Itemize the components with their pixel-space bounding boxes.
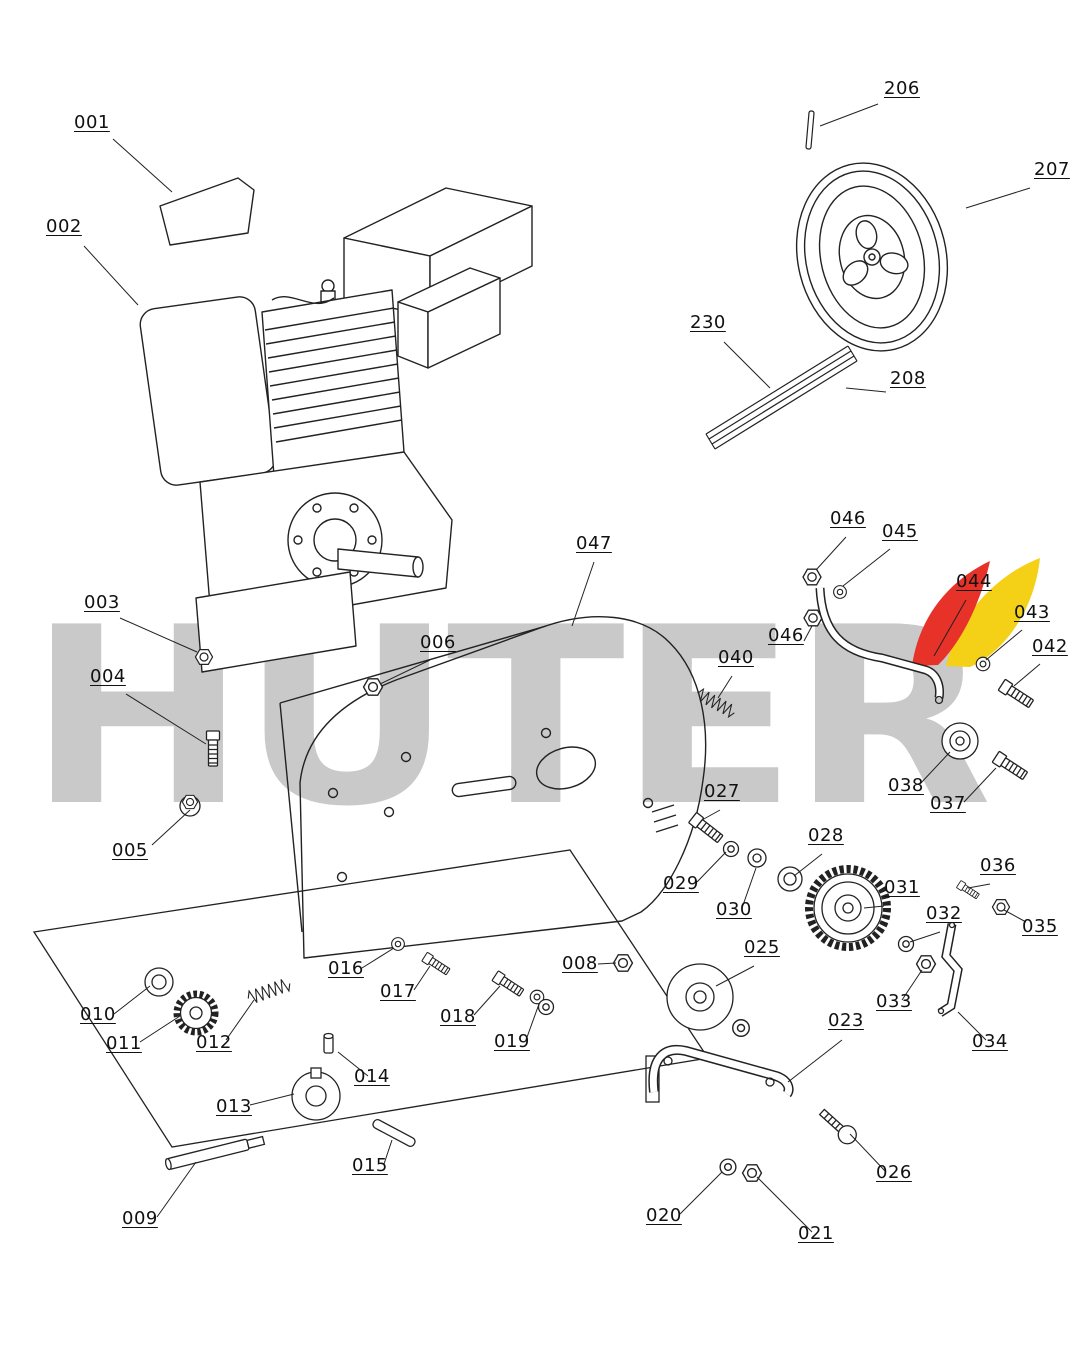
sprocket	[173, 990, 219, 1036]
leader-lines	[83, 103, 1041, 1233]
bracket-assembly	[645, 1044, 857, 1182]
spark-plug	[321, 279, 335, 293]
part-label-034: 034	[972, 1031, 1008, 1052]
part-label-206: 206	[884, 78, 920, 99]
part-label-017: 017	[380, 981, 416, 1002]
part-label-040: 040	[718, 647, 754, 668]
part-label-013: 013	[216, 1096, 252, 1117]
part-label-015: 015	[352, 1155, 388, 1176]
part-label-009: 009	[122, 1208, 158, 1229]
part-label-025: 025	[744, 937, 780, 958]
part-label-207: 207	[1034, 159, 1070, 180]
part-label-045: 045	[882, 521, 918, 542]
shaft-key	[372, 1118, 416, 1148]
part-label-046b: 046	[768, 625, 804, 646]
part-label-004: 004	[90, 666, 126, 687]
part-label-016: 016	[328, 958, 364, 979]
part-label-011: 011	[106, 1033, 142, 1054]
engine-top-cover	[159, 177, 255, 246]
engine-assembly	[139, 177, 533, 673]
part-label-031: 031	[884, 877, 920, 898]
idler-gear-assembly	[687, 811, 1011, 1017]
belt-cover-plate	[279, 616, 707, 959]
wheel	[795, 162, 949, 352]
part-label-023: 023	[828, 1010, 864, 1031]
part-label-047: 047	[576, 533, 612, 554]
part-label-028: 028	[808, 825, 844, 846]
base-plate	[32, 849, 710, 1148]
part-label-010: 010	[80, 1004, 116, 1025]
part-label-208: 208	[890, 368, 926, 389]
part-label-006: 006	[420, 632, 456, 653]
part-label-021: 021	[798, 1223, 834, 1244]
part-label-043: 043	[1014, 602, 1050, 623]
pin	[805, 110, 815, 150]
part-label-018: 018	[440, 1006, 476, 1027]
tensioner-assembly	[694, 568, 1036, 782]
carriage-bolt	[818, 1108, 857, 1145]
part-label-003: 003	[84, 592, 120, 613]
part-label-038: 038	[888, 775, 924, 796]
part-label-008: 008	[562, 953, 598, 974]
part-label-036: 036	[980, 855, 1016, 876]
pulley-assembly	[612, 954, 750, 1037]
shaft	[164, 1135, 266, 1171]
part-label-019: 019	[494, 1031, 530, 1052]
huter-logo-swoosh	[912, 558, 1040, 667]
logo-swoosh-red	[912, 561, 990, 666]
part-label-005: 005	[112, 840, 148, 861]
mounting-foot	[195, 571, 357, 673]
part-label-037: 037	[930, 793, 966, 814]
part-label-020: 020	[646, 1205, 682, 1226]
part-label-032: 032	[926, 903, 962, 924]
part-label-012: 012	[196, 1032, 232, 1053]
part-label-035: 035	[1022, 916, 1058, 937]
part-label-029: 029	[663, 873, 699, 894]
part-label-230: 230	[690, 312, 726, 333]
crankshaft-parts	[144, 937, 555, 1171]
part-label-044: 044	[956, 571, 992, 592]
part-label-046a: 046	[830, 508, 866, 529]
part-label-014: 014	[354, 1066, 390, 1087]
gear	[805, 865, 891, 951]
part-label-002: 002	[46, 216, 82, 237]
part-label-030: 030	[716, 899, 752, 920]
part-label-001: 001	[74, 112, 110, 133]
huter-watermark: HUTER	[28, 575, 987, 860]
part-label-042: 042	[1032, 636, 1068, 657]
engine-shroud	[139, 296, 277, 486]
logo-swoosh-yellow	[946, 558, 1040, 667]
part-label-027: 027	[704, 781, 740, 802]
drive-belt	[705, 345, 858, 450]
part-label-026: 026	[876, 1162, 912, 1183]
engine-fasteners	[179, 648, 384, 817]
part-label-033: 033	[876, 991, 912, 1012]
